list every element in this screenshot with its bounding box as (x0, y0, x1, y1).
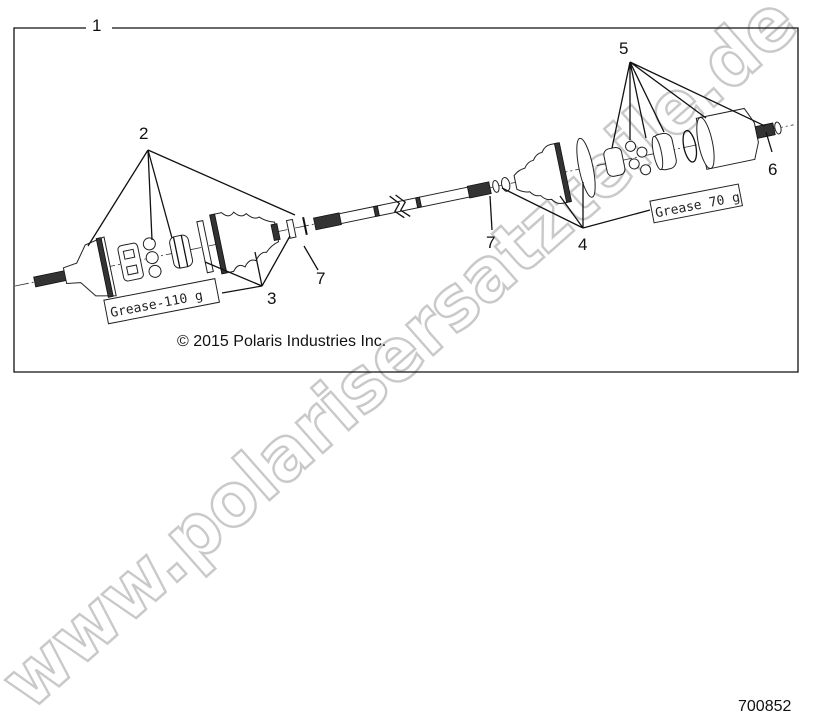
inner-stub-spline (754, 122, 776, 139)
circlip (492, 180, 500, 193)
callout-2: 2 (139, 124, 148, 143)
assembly-frame: 1 (13, 16, 799, 373)
ball (640, 164, 652, 176)
shaft-spline-left (313, 212, 342, 231)
callout-3: 3 (267, 289, 276, 308)
callout-7-left: 7 (316, 269, 325, 288)
boot-clamp-small (501, 177, 511, 192)
ball (625, 140, 637, 152)
ball (145, 251, 159, 265)
copyright-notice: © 2015 Polaris Industries Inc. (177, 333, 386, 350)
outer-boot (209, 211, 280, 275)
ball (628, 158, 640, 170)
outer-inner-race (169, 234, 194, 269)
drive-shaft-assembly (15, 107, 794, 298)
boot-clamp-large (576, 137, 596, 198)
callout-4: 4 (578, 235, 587, 254)
ball (142, 237, 156, 251)
boot-clamp-large (196, 220, 214, 274)
diagram-number: 700852 (738, 698, 791, 715)
outer-cage (117, 242, 144, 282)
callout-1: 1 (92, 16, 101, 35)
outer-stub-spline (33, 270, 68, 288)
snap-ring (682, 129, 698, 163)
shaft-spline-right (466, 181, 492, 199)
boot-clamp-small (285, 218, 297, 239)
grease-note-right: Grease 70 g (649, 183, 744, 224)
callout-7-right: 7 (486, 233, 495, 252)
axle-shaft (338, 186, 473, 225)
grease-note-left: Grease-110 g (103, 278, 220, 325)
ball (636, 146, 648, 158)
callout-6: 6 (768, 160, 777, 179)
leader-lines (87, 61, 773, 294)
inner-race (603, 146, 626, 177)
ball (148, 264, 162, 278)
callout-5: 5 (619, 39, 628, 58)
circlip (302, 216, 308, 236)
circlip-6 (774, 121, 782, 135)
